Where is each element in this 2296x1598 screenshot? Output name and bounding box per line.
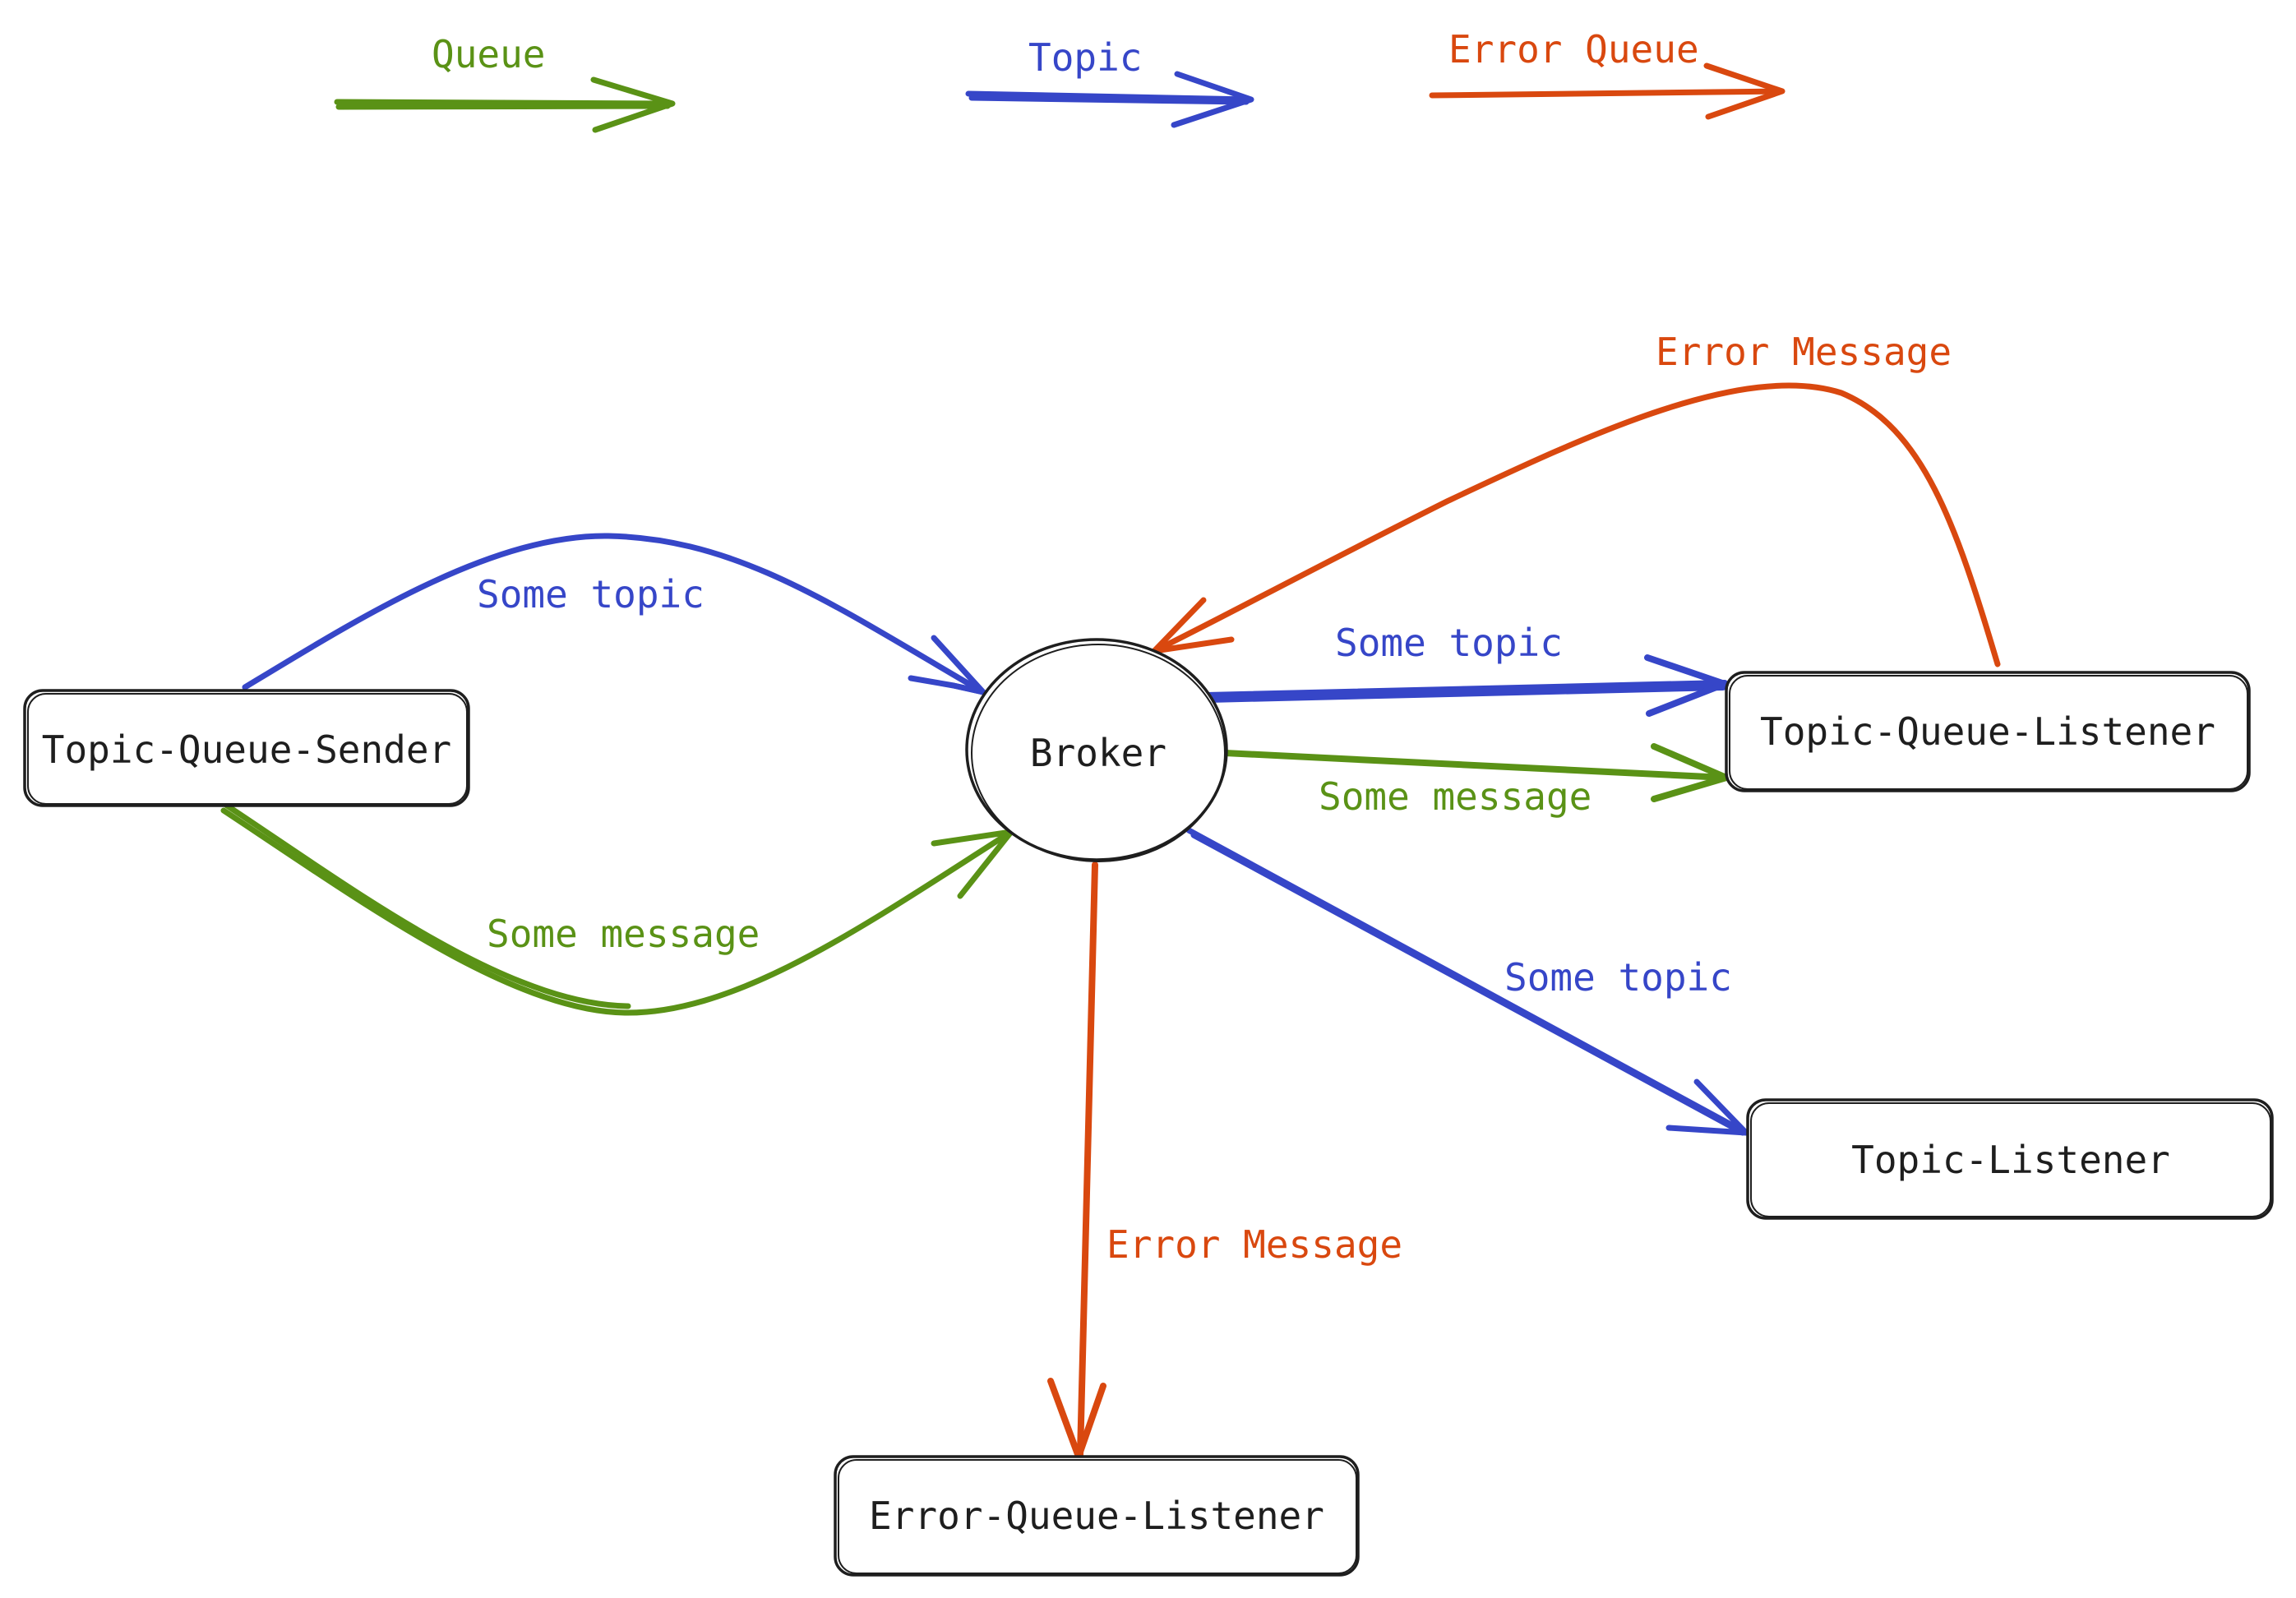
edge-label-sender-message: Some message [487,912,760,956]
node-error-queue-listener[interactable]: Error-Queue-Listener [834,1455,1360,1577]
edge-label-broker-tl-topic: Some topic [1504,955,1732,1000]
node-label-sender: Topic-Queue-Sender [42,727,452,772]
node-topic-queue-sender[interactable]: Topic-Queue-Sender [23,689,470,807]
edge-broker-tql-topic [1203,654,1728,717]
node-broker[interactable]: Broker [965,638,1228,862]
node-topic-listener[interactable]: Topic-Listener [1746,1098,2274,1220]
edge-label-broker-error: Error Message [1106,1222,1402,1267]
edge-label-broker-tql-message: Some message [1319,774,1591,819]
edge-sender-broker-topic [242,533,986,695]
node-label-topic-queue-listener: Topic-Queue-Listener [1760,709,2215,754]
node-topic-queue-listener[interactable]: Topic-Queue-Listener [1725,671,2251,792]
node-label-topic-listener: Topic-Listener [1851,1138,2170,1182]
edge-sender-broker-message [220,802,1014,1016]
legend-queue-label: Queue [432,32,545,76]
edge-label-broker-tql-topic: Some topic [1335,621,1563,665]
edge-tql-broker-error [1151,382,2001,667]
node-label-error-queue-listener: Error-Queue-Listener [869,1494,1324,1538]
legend-error-queue-label: Error Queue [1448,27,1699,72]
legend-error-queue-arrow [1429,62,1786,120]
edge-label-tql-error: Error Message [1656,330,1952,374]
edge-broker-eql-error [1047,861,1106,1460]
legend: Queue Topic Error Queue [334,27,1786,133]
legend-topic-label: Topic [1028,35,1142,80]
edge-broker-tl-topic [1185,827,1749,1136]
legend-topic-arrow [965,71,1254,128]
edge-label-sender-topic: Some topic [477,572,705,617]
legend-queue-arrow [334,76,676,133]
node-label-broker: Broker [1030,731,1166,775]
